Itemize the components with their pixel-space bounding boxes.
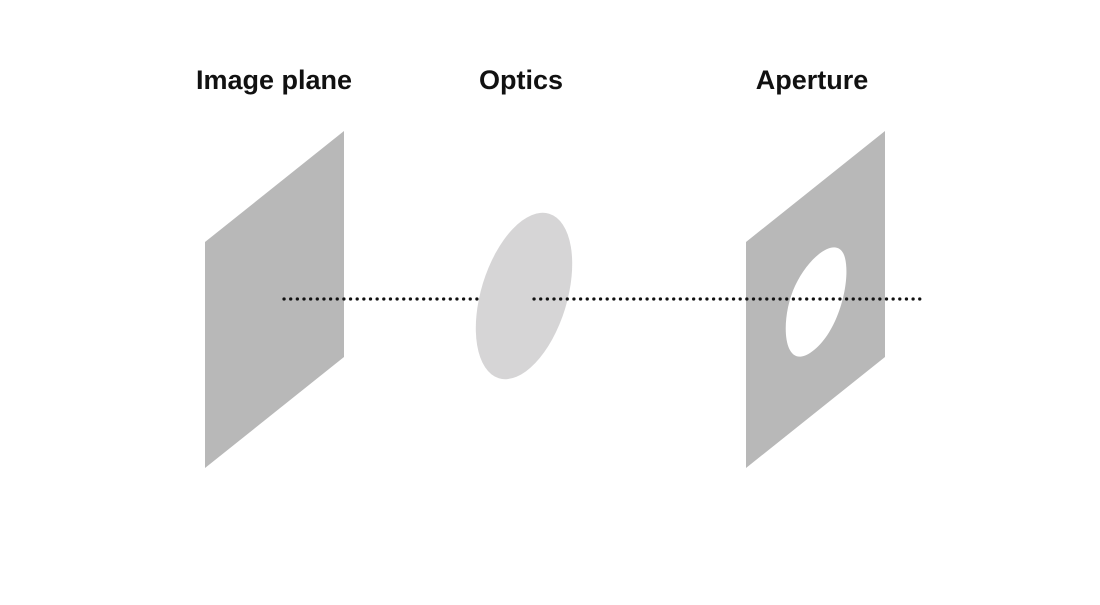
aperture-shape [746, 131, 885, 468]
optics-label: Optics [478, 65, 564, 95]
optics-lens-shape [475, 212, 573, 380]
aperture-label: Aperture [755, 65, 869, 95]
image-plane-label: Image plane [195, 65, 353, 95]
image-plane-shape [205, 131, 344, 468]
